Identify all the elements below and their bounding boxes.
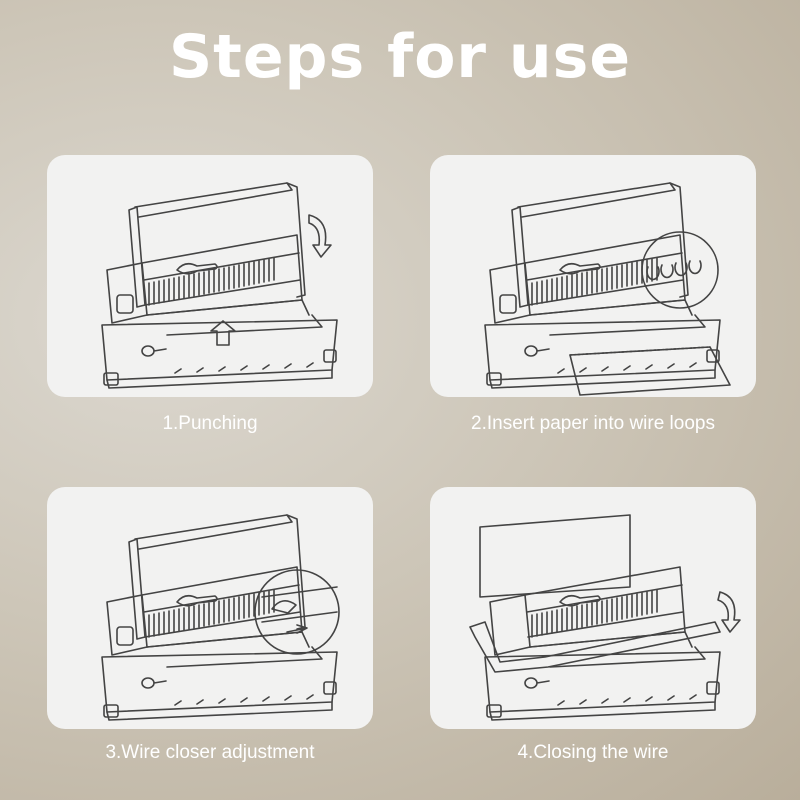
step-card-wire-closer [47,487,373,729]
step-card-insert-paper [430,155,756,397]
binding-machine-closing-illustration [469,514,741,721]
step-label-closing-wire: 4.Closing the wire [517,742,669,763]
page-title: Steps for use [168,22,632,92]
step-label-wire-closer: 3.Wire closer adjustment [105,742,315,763]
binding-machine-insert-wire-illustration [484,182,731,396]
step-label-punching: 1.Punching [162,413,258,434]
step-card-closing-wire [430,487,756,729]
binding-machine-wire-closer-illustration [101,514,340,721]
binding-machine-punching-illustration [101,182,338,389]
step-card-punching [47,155,373,397]
step-label-insert-paper: 2.Insert paper into wire loops [471,413,715,434]
